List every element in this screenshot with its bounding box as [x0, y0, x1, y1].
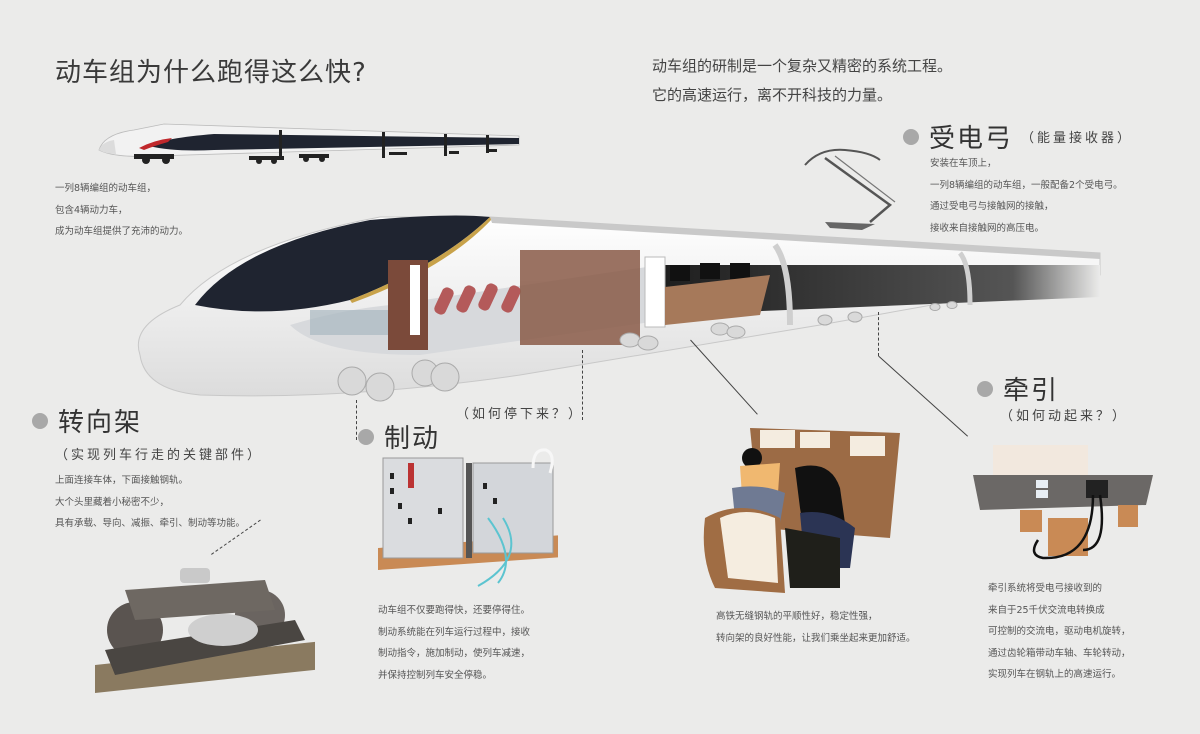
page-title: 动车组为什么跑得这么快? [55, 58, 367, 88]
train-overview-illustration [98, 123, 520, 164]
intro-line: 它的高速运行，离不开科技的力量。 [652, 86, 893, 104]
desc-line: 动车组不仅要跑得快，还要停得住。 [378, 605, 531, 616]
traction-title: 牵引 [1003, 376, 1060, 406]
desc-line: 包含4辆动力车， [55, 204, 128, 216]
desc-line: 通过受电弓与接触网的接触， [930, 201, 1054, 212]
desc-line: 一列8辆编组的动车组，一般配备2个受电弓。 [930, 179, 1123, 191]
desc-line: 实现列车在钢轨上的高速运行。 [988, 669, 1122, 680]
desc-line: 安装在车顶上， [930, 158, 997, 169]
desc-line: 通过齿轮箱带动车轴、车轮转动， [988, 647, 1131, 659]
cabin-desc: 高铁无缝钢轨的平顺性好，稳定性强， 转向架的良好性能，让我们乘坐起来更加舒适。 [716, 606, 916, 649]
desc-line: 接收来自接触网的高压电。 [930, 222, 1045, 234]
train-cutaway-illustration [138, 215, 1101, 402]
braking-leader-line [356, 400, 357, 440]
desc-line: 制动指令，施加制动，使列车减速， [378, 648, 531, 659]
bogie-title: 转向架 [58, 408, 143, 438]
bogie-illustration [95, 568, 315, 693]
desc-line: 成为动车组提供了充沛的动力。 [55, 226, 189, 237]
braking-title: 制动 [384, 424, 441, 454]
pantograph-subtitle: （能量接收器） [1021, 131, 1134, 146]
braking-subtitle: （如何停下来？） [456, 407, 585, 422]
pantograph-illustration [804, 148, 896, 230]
pantograph-heading: 受电弓 （能量接收器） [903, 118, 1133, 155]
desc-line: 牵引系统将受电弓接收到的 [988, 583, 1103, 594]
braking-leader-line [582, 350, 583, 420]
desc-line: 具有承载、导向、减振、牵引、制动等功能。 [55, 518, 246, 529]
braking-unit-illustration [378, 448, 558, 587]
desc-line: 转向架的良好性能，让我们乘坐起来更加舒适。 [716, 632, 916, 644]
traction-leader-line [878, 312, 879, 356]
train-overview-desc: 一列8辆编组的动车组， 包含4辆动力车， 成为动车组提供了充沛的动力。 [55, 178, 188, 243]
desc-line: 来自于25千伏交流电转换成 [988, 604, 1105, 616]
intro-line: 动车组的研制是一个复杂又精密的系统工程。 [652, 57, 953, 75]
intro-text: 动车组的研制是一个复杂又精密的系统工程。 它的高速运行，离不开科技的力量。 [652, 52, 952, 110]
traction-unit-illustration [973, 445, 1153, 560]
desc-line: 高铁无缝钢轨的平顺性好，稳定性强， [716, 611, 878, 622]
bogie-subtitle: （实现列车行走的关键部件） [55, 448, 264, 463]
desc-line: 一列8辆编组的动车组， [55, 183, 157, 194]
traction-desc: 牵引系统将受电弓接收到的 来自于25千伏交流电转换成 可控制的交流电，驱动电机旋… [988, 578, 1131, 686]
traction-heading: 牵引 [977, 370, 1059, 407]
pantograph-title: 受电弓 [929, 124, 1014, 154]
braking-heading: 制动 [358, 418, 440, 455]
desc-line: 可控制的交流电，驱动电机旋转， [988, 626, 1131, 637]
bullet-icon [903, 128, 919, 145]
bullet-icon [977, 380, 993, 397]
pantograph-desc: 安装在车顶上， 一列8辆编组的动车组，一般配备2个受电弓。 通过受电弓与接触网的… [930, 153, 1123, 239]
desc-line: 制动系统能在列车运行过程中，接收 [378, 626, 531, 638]
bogie-heading: 转向架 [32, 402, 142, 439]
passenger-cabin-illustration [703, 428, 900, 593]
bullet-icon [32, 412, 48, 429]
desc-line: 并保持控制列车安全停稳。 [378, 669, 493, 681]
braking-desc: 动车组不仅要跑得快，还要停得住。 制动系统能在列车运行过程中，接收 制动指令，施… [378, 600, 530, 686]
bullet-icon [358, 428, 374, 445]
desc-line: 上面连接车体，下面接触钢轨。 [55, 475, 189, 486]
desc-line: 大个头里藏着小秘密不少， [55, 496, 170, 508]
bogie-desc: 上面连接车体，下面接触钢轨。 大个头里藏着小秘密不少， 具有承载、导向、减振、牵… [55, 470, 245, 535]
traction-subtitle: （如何动起来？） [1000, 409, 1129, 424]
